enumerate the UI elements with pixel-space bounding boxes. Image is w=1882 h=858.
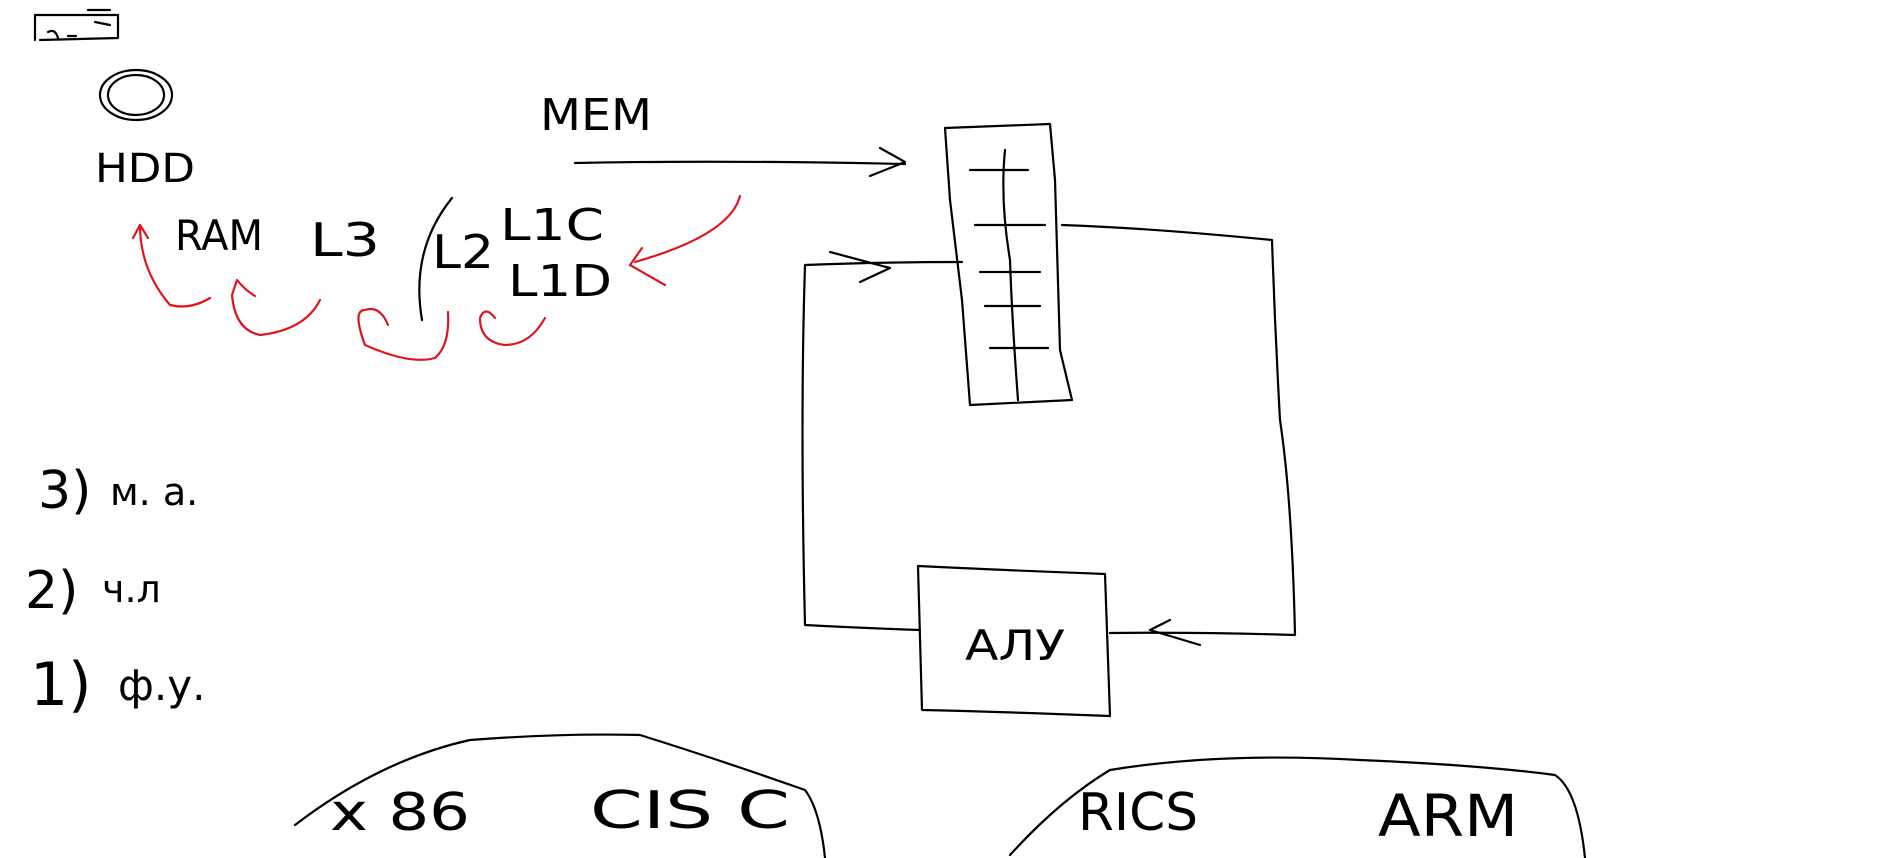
level-2-text: ч.л [102,567,161,611]
level-1-text: ф.у. [118,661,205,710]
l1d-label: L1D [508,256,612,307]
register-file [943,122,1074,407]
mem-label: MEM [540,90,652,141]
hdd-disk-icon [33,8,174,122]
datapath-loop [801,223,1297,647]
hdd-label: HDD [95,146,195,192]
rics-label: RICS [1078,783,1198,843]
risc-dome: RICS ARM [1008,756,1587,858]
mem-arrow [573,146,907,178]
cisc-dome: x 86 CIS C [293,733,827,858]
l1c-label: L1C [500,200,604,251]
ram-label: RAM [175,211,263,260]
levels-list: 3) м. а. 2) ч.л 1) ф.у. [25,461,205,720]
cache-bracket [418,196,454,322]
level-3-number: 3) [38,461,91,521]
red-transfer-arrows [131,194,742,361]
level-2-number: 2) [25,561,78,621]
level-3-text: м. а. [110,470,198,514]
level-1-number: 1) [30,650,92,720]
arm-label: ARM [1378,782,1518,850]
alu-box: АЛУ [916,564,1112,718]
cisc-label: CIS C [590,781,790,841]
alu-label: АЛУ [965,621,1065,670]
x86-label: x 86 [330,783,470,843]
l3-label: L3 [310,213,380,267]
l2-label: L2 [432,225,494,279]
